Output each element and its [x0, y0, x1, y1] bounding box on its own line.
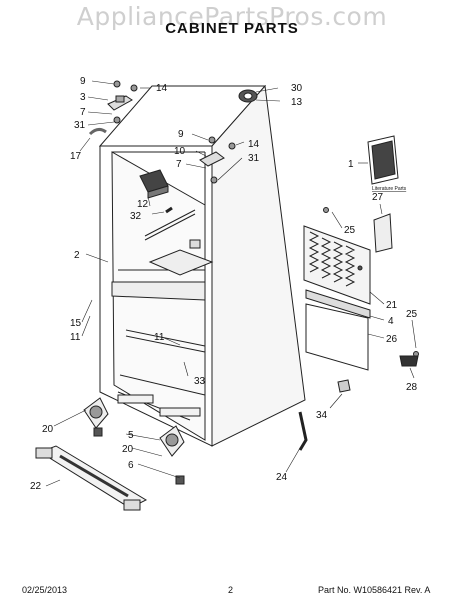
- callout-15: 15: [70, 318, 82, 329]
- callout-25b: 25: [406, 309, 418, 320]
- callout-25: 25: [344, 225, 356, 236]
- literature-caption: Literature Parts: [372, 186, 407, 192]
- callout-7b: 7: [176, 159, 182, 170]
- toe-grille: [35, 445, 148, 511]
- callout-11: 11: [70, 332, 81, 343]
- roller-right: [159, 425, 185, 485]
- callout-6: 6: [128, 460, 134, 471]
- leveling-leg: [298, 411, 308, 451]
- callout-24: 24: [276, 472, 288, 483]
- hinge-left-top: [107, 95, 133, 111]
- callout-5: 5: [128, 430, 134, 441]
- callout-21: 21: [386, 300, 398, 311]
- page-title: CABINET PARTS: [165, 20, 299, 37]
- callout-4: 4: [388, 316, 394, 327]
- callout-3: 3: [80, 92, 86, 103]
- bottom-panel: [305, 303, 369, 371]
- watermark: AppliancePartsPros.com: [76, 2, 388, 31]
- callout-33: 33: [194, 376, 206, 387]
- callout-31b: 31: [248, 153, 260, 164]
- callout-31: 31: [74, 120, 86, 131]
- callout-10: 10: [174, 146, 186, 157]
- callout-12: 12: [137, 199, 149, 210]
- callout-1: 1: [348, 159, 354, 170]
- callout-32: 32: [130, 211, 142, 222]
- callout-17: 17: [70, 151, 82, 162]
- callout-27: 27: [372, 192, 384, 203]
- callout-11b: 11: [154, 332, 165, 343]
- callout-28: 28: [406, 382, 418, 393]
- callout-30: 30: [291, 83, 303, 94]
- cabinet-divider: [111, 281, 206, 301]
- footer-date: 02/25/2013: [22, 585, 68, 595]
- callout-14b: 14: [248, 139, 260, 150]
- hinge-center: [199, 136, 236, 184]
- callout-14: 14: [156, 83, 168, 94]
- callout-13: 13: [291, 97, 303, 108]
- roller-left: [83, 397, 109, 437]
- callout-2: 2: [74, 250, 80, 261]
- callout-9: 9: [80, 76, 86, 87]
- literature-booklet: [367, 135, 399, 185]
- callout-34: 34: [316, 410, 328, 421]
- callout-7: 7: [80, 107, 86, 118]
- footer-part-number: Part No. W10586421 Rev. A: [318, 585, 431, 595]
- control-housing: [139, 169, 169, 199]
- callout-26: 26: [386, 334, 398, 345]
- callout-9b: 9: [178, 129, 184, 140]
- callout-22: 22: [30, 481, 42, 492]
- callout-20: 20: [42, 424, 54, 435]
- hinge-cover-right: [238, 89, 258, 103]
- bracket: [373, 213, 393, 253]
- grille-panel: [303, 225, 371, 305]
- callout-20b: 20: [122, 444, 134, 455]
- footer-page-number: 2: [228, 585, 234, 595]
